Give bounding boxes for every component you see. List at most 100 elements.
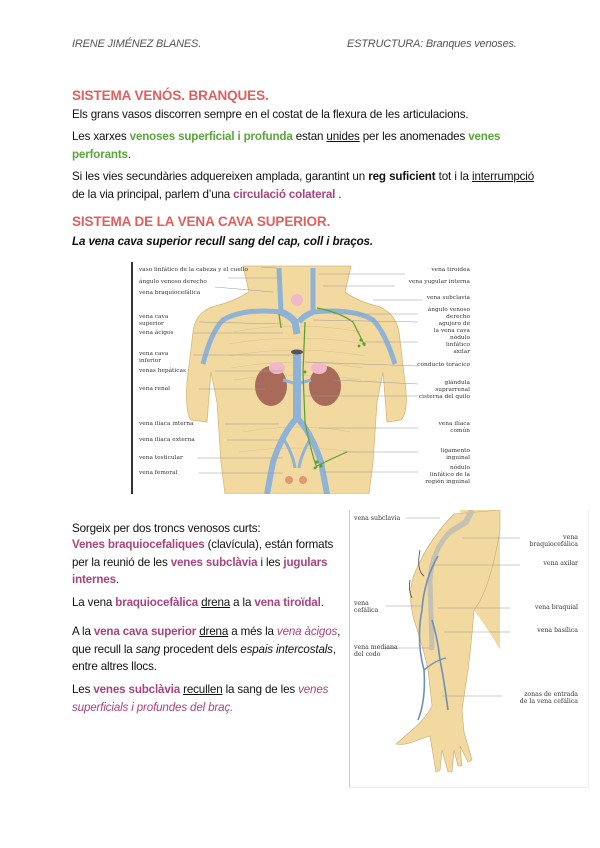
text: de la via principal, parlem d’una [72,187,234,201]
text: . [320,596,324,609]
label-superior-vena-cava-2: superior [139,321,164,327]
label-subclavian-vein: vena subclavia [426,295,470,301]
label-common-iliac-vein-1: vena ilíaca [438,421,470,427]
highlight-subclavian-veins: venes subclàvia [93,683,181,696]
label-axillary-vein: vena axilar [543,560,578,567]
label-inguinal-node-1: nódulo [449,465,470,471]
label-external-iliac-vein: vena ilíaca externa [139,437,195,443]
highlight-superior-vena-cava: vena cava superior [93,625,197,638]
label-axillary-node-3: axilar [453,349,470,355]
text: la sang de les [222,683,299,696]
label-cephalic-vein-1: vena [354,600,369,607]
text: La vena [72,596,116,609]
label-axillary-node-1: nódulo [449,335,470,341]
paragraph-large-vessels: Els grans vasos discorren sempre en el c… [72,108,469,121]
torso-illustration [186,265,423,494]
italic-azygos-vein: vena àcigos [276,625,338,638]
arm-illustration [384,510,520,773]
label-common-iliac-vein-2: común [450,428,470,434]
header-author: IRENE JIMÉNEZ BLANES. [72,38,202,50]
label-cephalic-entry-2: de la vena cefálica [519,698,578,705]
italic-arm-veins: venes superficials i profundes del braç. [72,683,329,714]
text: a més la [228,625,277,638]
torso-venous-diagram: vaso linfático de la cabeza y el cuello … [131,262,476,494]
label-hepatic-veins: venas hepáticas [139,368,186,374]
label-internal-jugular-vein: vena yugular interna [408,279,470,285]
label-testicular-vein: vena testicular [139,455,183,461]
section-title-superior-vena-cava: SISTEMA DE LA VENA CAVA SUPERIOR. [72,214,331,229]
highlight-perforating-veins: venes perforants [72,130,501,161]
label-cisterna-chyli: cisterna del quilo [418,394,470,400]
label-azygos-vein: vena ácigos [139,330,174,336]
label-brachial-vein: vena braquial [535,604,578,611]
highlight-brachiocephalic: braquiocefàlica [115,596,199,609]
text: a la [230,596,255,609]
label-inguinal-ligament-1: ligamento [440,448,470,454]
arm-venous-diagram: vena subclavia vena braquiocefálica vena… [349,510,589,788]
highlight-collateral-circulation: circulació colateral [233,187,336,201]
paragraph-subclavian: Les venes subclàvia recullen la sang de … [72,681,337,716]
label-inguinal-ligament-2: inguinal [446,455,470,461]
text: . [115,573,119,586]
bold-reg-suficient: reg suficient [368,170,436,183]
text: , entre altres llocs. [72,642,336,674]
underline-unides: unides [326,130,360,143]
underline-recullen: recullen [183,683,223,696]
underline-drena: drena [199,625,229,638]
highlight-brachiocephalic-veins: Venes braquiocefaliques [72,538,205,551]
label-subclavian-vein: vena subclavia [354,515,401,522]
label-inferior-vena-cava-2: inferior [139,358,162,364]
label-superior-vena-cava-1: vena cava [139,314,169,320]
text: . [335,187,342,201]
underline-drena: drena [201,596,231,609]
text: Les [72,683,94,696]
text: . [127,147,131,161]
label-inferior-vena-cava-1: vena cava [139,351,169,357]
paragraph-brachiocephalic-veins: Venes braquiocefaliques (clavícula), est… [72,536,342,589]
highlight-internal-jugulars: jugulars internes [72,555,328,587]
label-median-cubital-vein-2: del codo [354,651,381,658]
section-title-venous-system: SISTEMA VENÓS. BRANQUES. [72,88,269,103]
paragraph-azygos: A la vena cava superior drena a més la v… [72,623,342,676]
paragraph-networks: Les xarxes venoses superficial i profund… [72,128,534,163]
label-femoral-vein: vena femoral [139,470,178,476]
text: , que recull la [72,625,341,656]
label-brachiocephalic-vein-1: vena [563,534,578,541]
label-internal-iliac-vein: vena ilíaca interna [139,421,194,427]
label-brachiocephalic-vein-2: braquiocefálica [529,541,578,548]
text: tot i la [435,170,473,183]
label-cephalic-vein-2: cefálica [354,607,379,614]
label-caval-foramen-1: agujero de [438,321,470,327]
label-cephalic-entry-1: zonas de entrada [524,691,578,698]
label-venous-angle-1: ángulo venoso [427,307,470,313]
highlight-superficial-deep: venoses superficial i profunda [129,130,293,143]
text: per les anomenades [359,130,469,143]
italic-intercostal-spaces: espais intercostals [240,642,333,656]
label-axillary-node-2: linfático [446,342,470,348]
paragraph-thyroid-drainage: La vena braquiocefàlica drena a la vena … [72,594,352,612]
text: procedent dels [160,642,241,656]
underline-interrumpcio: interrumpció [472,170,535,183]
label-caval-foramen-2: la vena cava [433,328,470,334]
text: i les [257,555,284,569]
italic-sang: sang [135,642,161,656]
text: A la [72,625,94,638]
label-basilic-vein: vena basílica [537,627,578,634]
header-topic: ESTRUCTURA: Branques venoses. [347,38,517,50]
text: estan [292,130,327,143]
label-renal-vein: vena renal [139,386,170,392]
label-adrenal-gland-2: suprarrenal [435,387,470,393]
label-thoracic-duct: conducto torácico [417,362,470,368]
label-lymph-vessel-head-neck: vaso linfático de la cabeza y el cuello [139,267,249,273]
label-brachiocephalic-vein: vena braquiocefálica [139,290,201,296]
label-inguinal-node-2: linfático de la [429,472,470,478]
paragraph-two-trunks: Sorgeix per dos troncs venosos curts: [72,522,261,535]
label-adrenal-gland-1: glándula [444,380,470,386]
label-inguinal-node-3: región inguinal [425,479,470,485]
text: (clavícula), están formats per la reunió… [72,538,334,569]
label-right-venous-angle: ángulo venoso derecho [139,279,207,285]
paragraph-collateral: Si les vies secundàries adquereixen ampl… [72,168,534,203]
highlight-subclavian-veins: venes subclàvia [170,555,258,569]
text: Les xarxes [72,130,130,143]
label-venous-angle-2: derecho [446,314,470,320]
